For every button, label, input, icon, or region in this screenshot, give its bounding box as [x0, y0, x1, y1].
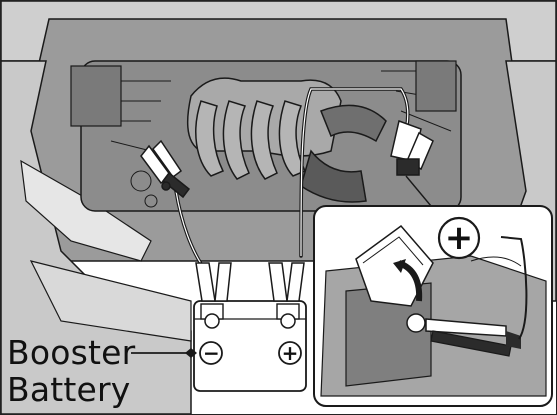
inset-positive-symbol: + [444, 218, 474, 258]
terminal-cover [355, 224, 434, 307]
bumper [29, 260, 192, 342]
callout-label-line1: Booster [7, 333, 136, 372]
engine-block [70, 60, 462, 212]
booster-battery [193, 262, 307, 392]
negative-terminal-symbol: − [203, 341, 220, 365]
vehicle-positive-clamp [390, 120, 434, 176]
positive-terminal-symbol: + [281, 341, 299, 365]
callout-leader [131, 348, 197, 358]
ground-clamp [140, 139, 191, 199]
callout-label-line2: Battery [7, 370, 131, 409]
vehicle-battery-clamp-detail [470, 256, 522, 267]
detail-inset [313, 175, 553, 407]
